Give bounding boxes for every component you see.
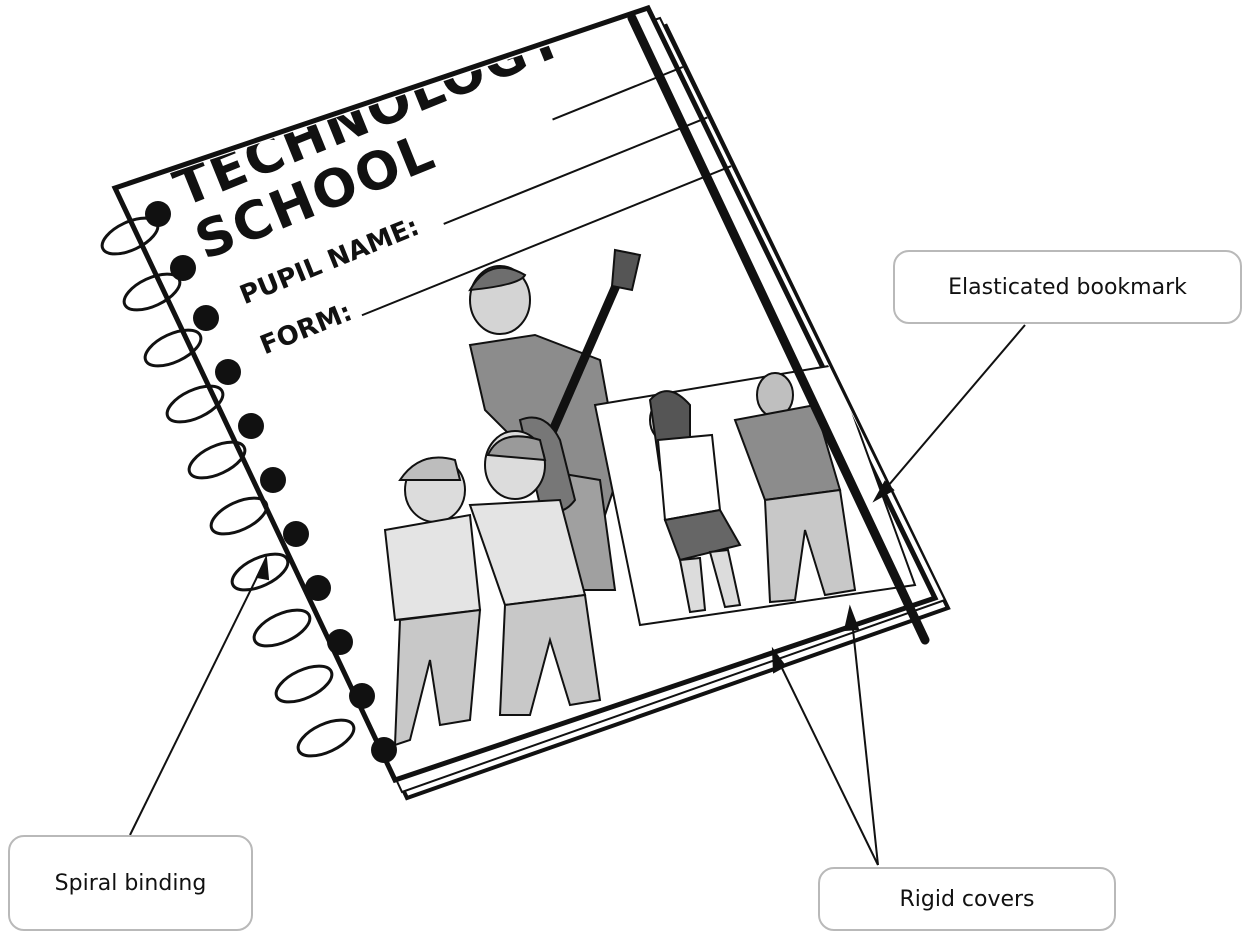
photo-inset	[593, 363, 917, 627]
spiral-leader	[129, 566, 263, 836]
two-boys-illustration	[383, 430, 602, 747]
bookmark-leader	[881, 324, 1026, 494]
label-elasticated-bookmark: Elasticated bookmark	[893, 250, 1242, 324]
label-spiral-binding: Spiral binding	[8, 835, 253, 931]
bookmark-arrowhead	[872, 480, 895, 503]
covers-arrowhead-2	[843, 604, 860, 632]
form-line	[361, 155, 757, 317]
covers-leader-1	[777, 659, 879, 866]
boy-with-guitar-illustration	[468, 248, 642, 591]
covers-arrowhead-1	[771, 646, 787, 674]
elastic-bookmark	[627, 13, 930, 645]
covers-leader-2	[851, 619, 879, 866]
label-rigid-covers: Rigid covers	[818, 867, 1116, 931]
spiral-binding	[100, 201, 397, 763]
leader-lines	[129, 324, 1026, 866]
spiral-arrowhead	[255, 554, 270, 581]
